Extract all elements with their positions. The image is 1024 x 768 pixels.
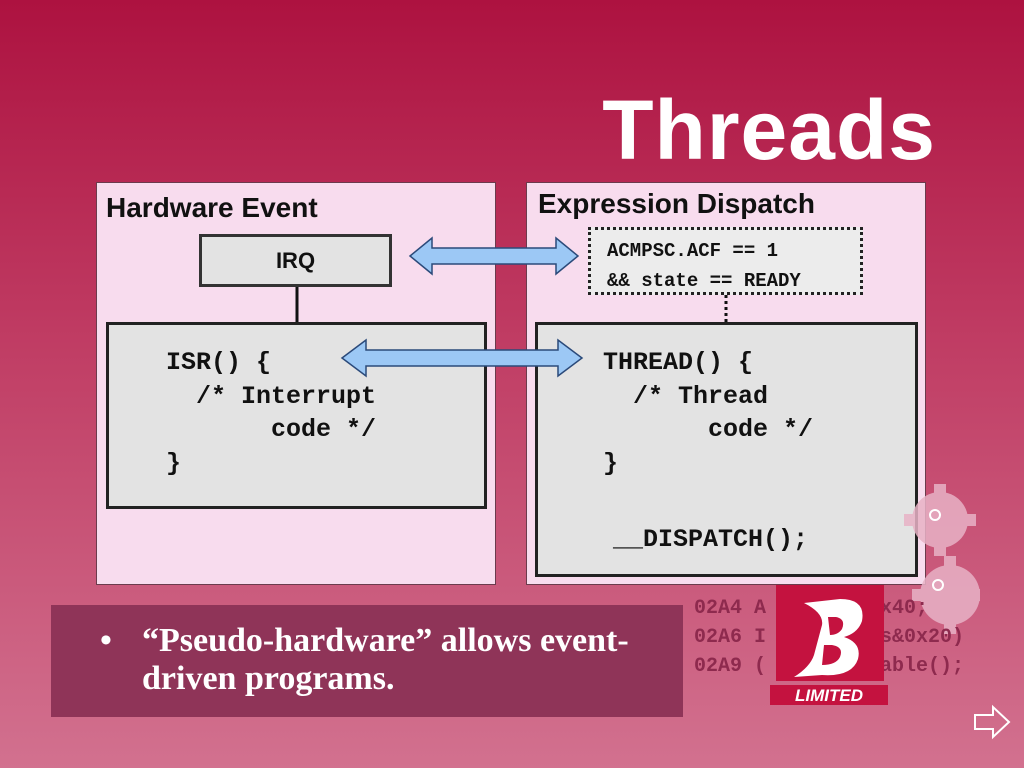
background-code-tail-1: x40; (880, 597, 929, 620)
logo-b-counters (822, 617, 844, 665)
bullet-box (51, 605, 683, 717)
dispatch-condition-box: ACMPSC.ACF == 1 && state == READY (588, 227, 863, 295)
isr-code-line-4: } (166, 449, 182, 478)
background-code-tail-2: s&0x20) (880, 626, 965, 649)
isr-code-line-2: /* Interrupt (166, 382, 377, 411)
isr-code-box (106, 322, 487, 509)
irq-label: IRQ (275, 247, 316, 273)
thread-code-line-3: code */ (603, 415, 814, 444)
irq-to-condition-arrow (408, 236, 580, 276)
condition-connector-line (724, 295, 728, 323)
irq-box: IRQ (199, 234, 392, 287)
thread-code-box (535, 322, 918, 577)
irq-connector-line (295, 287, 299, 323)
hardware-event-heading: Hardware Event (106, 192, 318, 223)
background-code-line-2: 02A6 I (694, 626, 767, 649)
thread-code-line-4: } (603, 449, 619, 478)
bullet-marker: • (100, 622, 112, 659)
condition-line-2: && state == READY (607, 270, 801, 292)
company-logo: LIMITED (770, 585, 888, 705)
next-slide-arrow-icon[interactable] (973, 704, 1011, 740)
condition-line-1: ACMPSC.ACF == 1 (607, 240, 779, 262)
bullet-text: “Pseudo-hardware” allows event-driven pr… (142, 622, 629, 697)
isr-to-thread-arrow (340, 338, 584, 378)
isr-code-line-1: ISR() { (166, 348, 272, 377)
expression-dispatch-heading: Expression Dispatch (538, 188, 815, 219)
dispatch-call: __DISPATCH(); (613, 525, 809, 554)
thread-code-line-2: /* Thread (603, 382, 769, 411)
background-code-tail-3: able(); (880, 655, 965, 678)
background-code-line-3: 02A9 ( (694, 655, 767, 678)
isr-code-line-3: code */ (166, 415, 377, 444)
gear-icon (904, 484, 980, 634)
slide-title: Threads (602, 83, 936, 177)
logo-caption-bar (770, 685, 888, 705)
logo-b-shape (794, 599, 863, 677)
thread-code-line-1: THREAD() { (603, 348, 754, 377)
logo-caption: LIMITED (795, 686, 863, 705)
background-code-line-1: 02A4 A (694, 597, 767, 620)
